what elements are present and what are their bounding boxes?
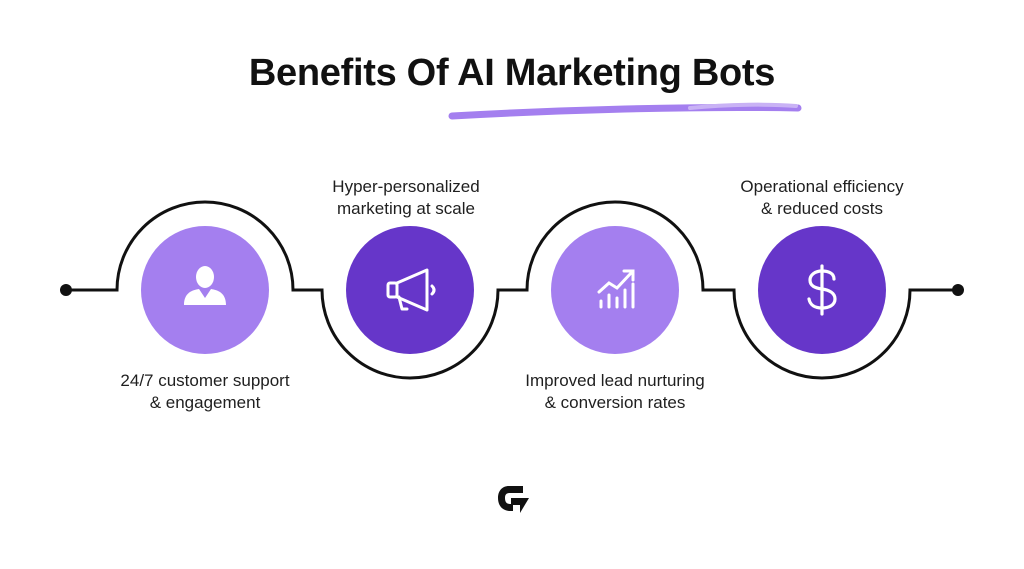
dollar-icon (807, 264, 837, 316)
step-3 (551, 226, 679, 354)
flow-line (66, 200, 958, 380)
step-2-label: Hyper-personalized marketing at scale (276, 176, 536, 220)
step-3-circle (551, 226, 679, 354)
growth-chart-icon (597, 269, 635, 309)
step-4-label-line2: & reduced costs (761, 199, 883, 218)
megaphone-icon (386, 268, 436, 312)
step-1-circle (141, 226, 269, 354)
step-1-label-line2: & engagement (149, 393, 261, 412)
user-icon (184, 266, 226, 305)
step-3-label-line2: & conversion rates (544, 393, 686, 412)
step-2 (346, 226, 474, 354)
step-2-circle (346, 226, 474, 354)
step-4 (758, 226, 886, 354)
flow-start-dot (60, 284, 72, 296)
step-3-label: Improved lead nurturing & conversion rat… (485, 370, 745, 414)
step-2-label-line1: Hyper-personalized (332, 177, 480, 196)
step-1 (141, 226, 269, 354)
step-4-label-line1: Operational efficiency (740, 177, 904, 196)
page-title: Benefits Of AI Marketing Bots (248, 52, 776, 94)
title-underline (448, 102, 802, 120)
step-3-label-line1: Improved lead nurturing (525, 371, 705, 390)
step-1-label-line1: 24/7 customer support (120, 371, 290, 390)
step-4-label: Operational efficiency & reduced costs (692, 176, 952, 220)
brand-logo-icon (498, 486, 529, 513)
step-2-label-line2: marketing at scale (337, 199, 475, 218)
step-1-label: 24/7 customer support & engagement (75, 370, 335, 414)
flow-end-dot (952, 284, 964, 296)
